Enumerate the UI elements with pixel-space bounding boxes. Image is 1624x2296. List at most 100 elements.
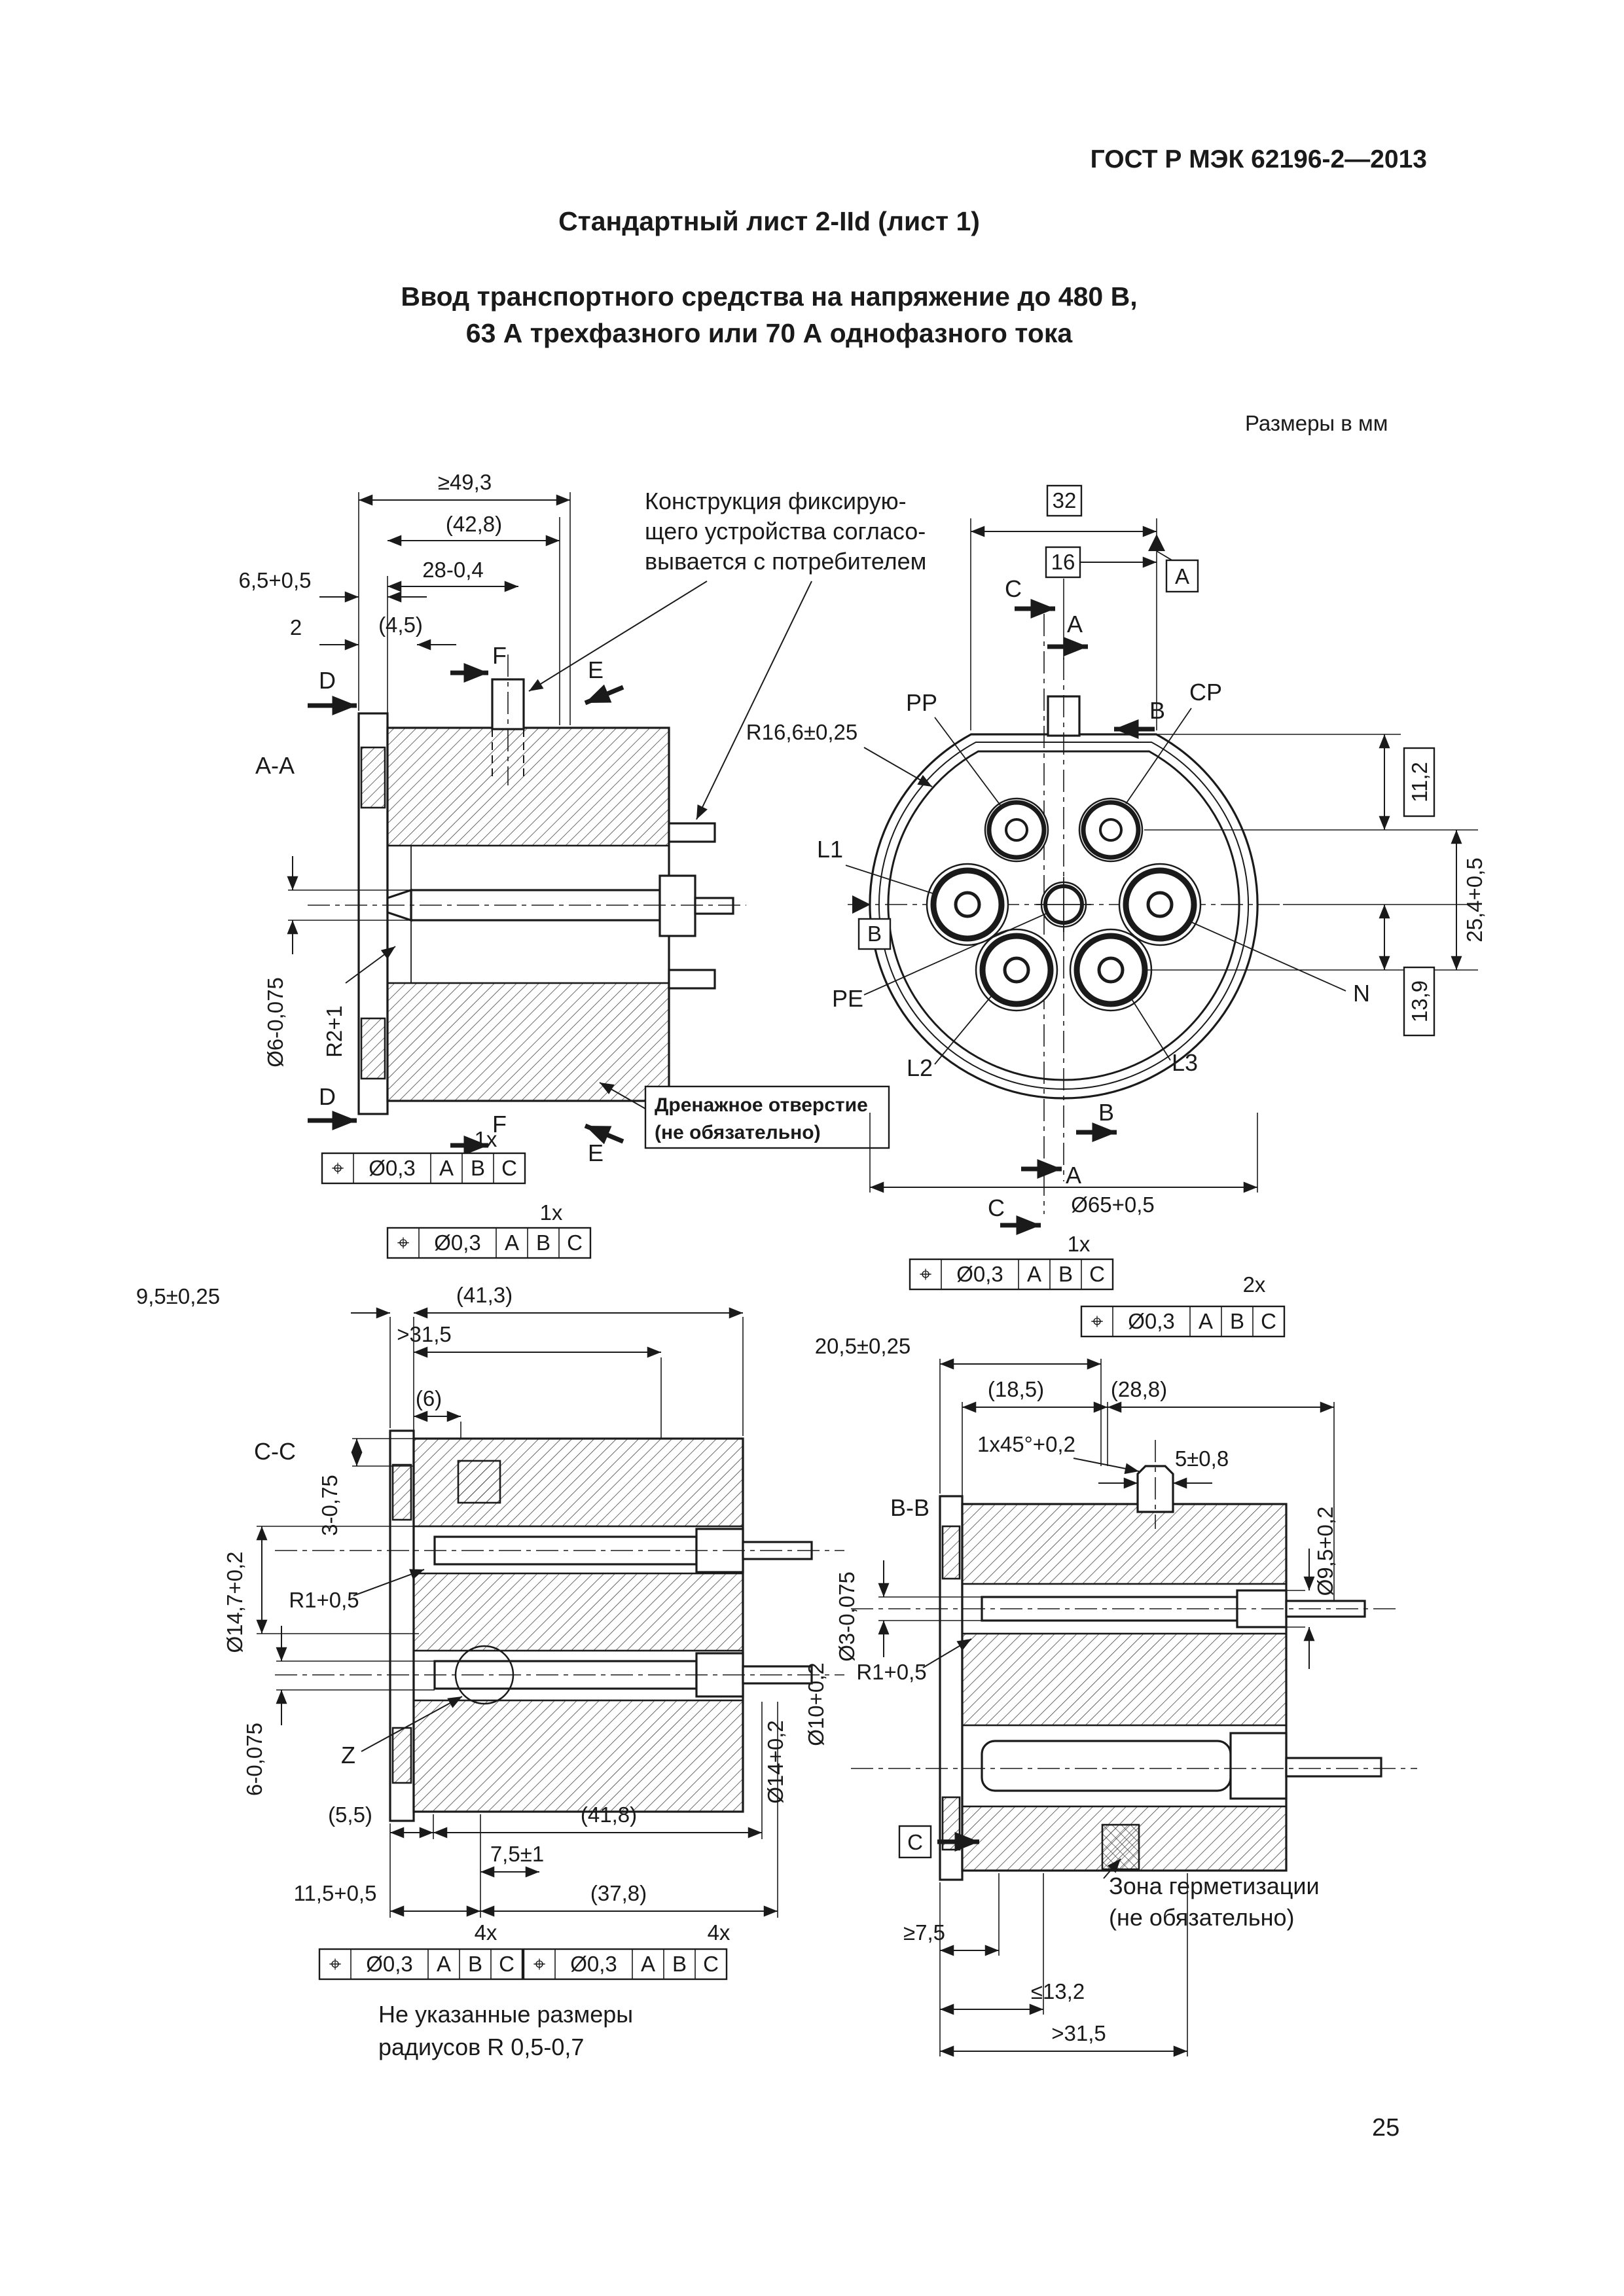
gdt-datum-b: B	[1058, 1262, 1073, 1286]
gdt-datum-b: B	[471, 1156, 485, 1180]
note-radii-line2: радиусов R 0,5-0,7	[378, 2034, 584, 2060]
gdt-position-icon: ⌖	[533, 1952, 546, 1976]
dim-dia-10: Ø10+0,2	[804, 1662, 828, 1746]
gdt-datum-c: C	[501, 1156, 517, 1180]
mid-tolerance-callout: 1x ⌖ Ø0,3 A B C	[386, 1200, 592, 1259]
gdt-datum-a: A	[641, 1952, 655, 1976]
section-marker-a-top: A	[1067, 611, 1083, 637]
section-marker-c-bottom: C	[988, 1194, 1005, 1221]
gdt-tolerance-value: Ø0,3	[1128, 1309, 1175, 1333]
dim-dia-3: Ø3-0,075	[835, 1571, 859, 1662]
dim-31-5-bb: >31,5	[1051, 2021, 1106, 2045]
qty-2x-bb: 2x	[1243, 1272, 1266, 1297]
tolerance-frame-front: ⌖ Ø0,3 A B C	[909, 1258, 1114, 1291]
gdt-datum-a: A	[1199, 1309, 1213, 1333]
note-drain-line1: Дренажное отверстие	[655, 1094, 868, 1116]
section-marker-b-top: B	[1149, 697, 1165, 724]
subtitle-line-1: Ввод транспортного средства на напряжени…	[401, 281, 1138, 312]
tolerance-frame-bb: ⌖ Ø0,3 A B C	[1080, 1305, 1286, 1338]
section-view-b-b: 2x ⌖ Ø0,3 A B C	[815, 1272, 1417, 2057]
dim-4-5: (4,5)	[378, 613, 423, 637]
section-marker-f-top: F	[492, 642, 507, 669]
qty-4x-left: 4x	[475, 1920, 497, 1945]
dim-42-8: (42,8)	[446, 512, 502, 536]
note-drain-line2: (не обязательно)	[655, 1122, 821, 1143]
section-marker-e-top: E	[588, 656, 604, 683]
gdt-datum-b: B	[672, 1952, 687, 1976]
tolerance-frame-cc-right: ⌖ Ø0,3 A B C	[522, 1948, 728, 1981]
tolerance-frame-cc-left: ⌖ Ø0,3 A B C	[318, 1948, 524, 1981]
dim-37-8: (37,8)	[590, 1881, 647, 1905]
qty-1x-front: 1x	[1068, 1232, 1091, 1256]
section-view-c-c: 9,5±0,25 (41,3) >31,5 (6) C-C 3-0,75 Ø14…	[136, 1283, 844, 2060]
dim-11-5: 11,5+0,5	[294, 1881, 377, 1905]
dim-6-5: 6,5+0,5	[238, 568, 311, 592]
tolerance-frame-aa: ⌖ Ø0,3 A B C	[321, 1152, 526, 1185]
note-fixing-line3: вывается с потребителем	[645, 548, 926, 575]
pin-label-cp: CP	[1189, 679, 1222, 706]
dim-2: 2	[290, 615, 302, 639]
gdt-datum-c: C	[567, 1230, 583, 1255]
gdt-tolerance-value: Ø0,3	[570, 1952, 617, 1976]
gdt-datum-a: A	[1027, 1262, 1041, 1286]
gdt-position-icon: ⌖	[332, 1156, 344, 1180]
dim-r1-cc: R1+0,5	[289, 1588, 359, 1612]
dim-41-8: (41,8)	[581, 1803, 637, 1827]
gdt-datum-b: B	[536, 1230, 550, 1255]
dim-18-5: (18,5)	[988, 1377, 1044, 1401]
gdt-datum-a: A	[505, 1230, 519, 1255]
pin-label-pp: PP	[906, 689, 937, 716]
pin-label-l1: L1	[817, 836, 843, 863]
gdt-tolerance-value: Ø0,3	[434, 1230, 481, 1255]
section-marker-d-bottom: D	[319, 1083, 336, 1110]
dim-28: 28-0,4	[422, 558, 484, 582]
section-marker-a-bottom: A	[1066, 1162, 1081, 1189]
dim-r1-bb: R1+0,5	[856, 1660, 926, 1684]
dim-max-13-2: ≤13,2	[1031, 1979, 1085, 2003]
gdt-datum-a: A	[439, 1156, 454, 1180]
gdt-position-icon: ⌖	[1091, 1309, 1104, 1333]
dim-32-boxed: 32	[1053, 488, 1077, 512]
standard-number: ГОСТ Р МЭК 62196-2—2013	[1090, 145, 1427, 173]
note-radii-line1: Не указанные размеры	[378, 2001, 633, 2028]
section-view-a-a: ≥49,3 (42,8) 28-0,4 6,5+0,5 2 (4,5) D D …	[238, 470, 926, 1185]
dim-dia-14: Ø14+0,2	[763, 1720, 787, 1804]
detail-z-label: Z	[341, 1742, 355, 1768]
pin-label-l2: L2	[907, 1054, 933, 1081]
dim-11-2-boxed: 11,2	[1407, 762, 1432, 802]
units-note: Размеры в мм	[1245, 411, 1388, 435]
dim-16-boxed: 16	[1051, 550, 1075, 574]
dim-6: (6)	[416, 1386, 442, 1410]
dim-5: 5±0,8	[1175, 1446, 1229, 1471]
dim-min-7-5: ≥7,5	[903, 1920, 945, 1945]
gdt-position-icon: ⌖	[397, 1230, 410, 1255]
note-seal-line2: (не обязательно)	[1109, 1904, 1295, 1931]
sheet-subtitle: Ввод транспортного средства на напряжени…	[75, 278, 1463, 351]
qty-1x-aa: 1x	[475, 1127, 497, 1151]
dim-overall-depth: ≥49,3	[438, 470, 492, 494]
dim-41-3: (41,3)	[456, 1283, 513, 1307]
dim-r16-6: R16,6±0,25	[746, 720, 857, 744]
gdt-tolerance-value: Ø0,3	[956, 1262, 1003, 1286]
note-fixing-line1: Конструкция фиксирую-	[645, 488, 907, 514]
pin-label-n: N	[1353, 980, 1370, 1007]
pin-label-l3: L3	[1172, 1049, 1198, 1076]
datum-a-flag: A	[1175, 564, 1189, 588]
dim-13-9-boxed: 13,9	[1407, 980, 1432, 1022]
tolerance-frame-mid: ⌖ Ø0,3 A B C	[386, 1227, 592, 1259]
view-label-b-b: B-B	[890, 1494, 929, 1521]
gdt-tolerance-value: Ø0,3	[369, 1156, 416, 1180]
dim-7-5: 7,5±1	[490, 1842, 544, 1866]
view-label-c-c: C-C	[254, 1438, 296, 1465]
gdt-datum-c: C	[499, 1952, 514, 1976]
section-marker-d-top: D	[319, 667, 336, 694]
gdt-position-icon: ⌖	[920, 1262, 932, 1286]
dim-3: 3-0,75	[317, 1475, 342, 1536]
note-seal-line1: Зона герметизации	[1109, 1873, 1320, 1899]
gdt-tolerance-value: Ø0,3	[366, 1952, 413, 1976]
gdt-datum-c: C	[703, 1952, 719, 1976]
gdt-datum-b: B	[1230, 1309, 1244, 1333]
dim-dia-14-7: Ø14,7+0,2	[223, 1551, 247, 1653]
